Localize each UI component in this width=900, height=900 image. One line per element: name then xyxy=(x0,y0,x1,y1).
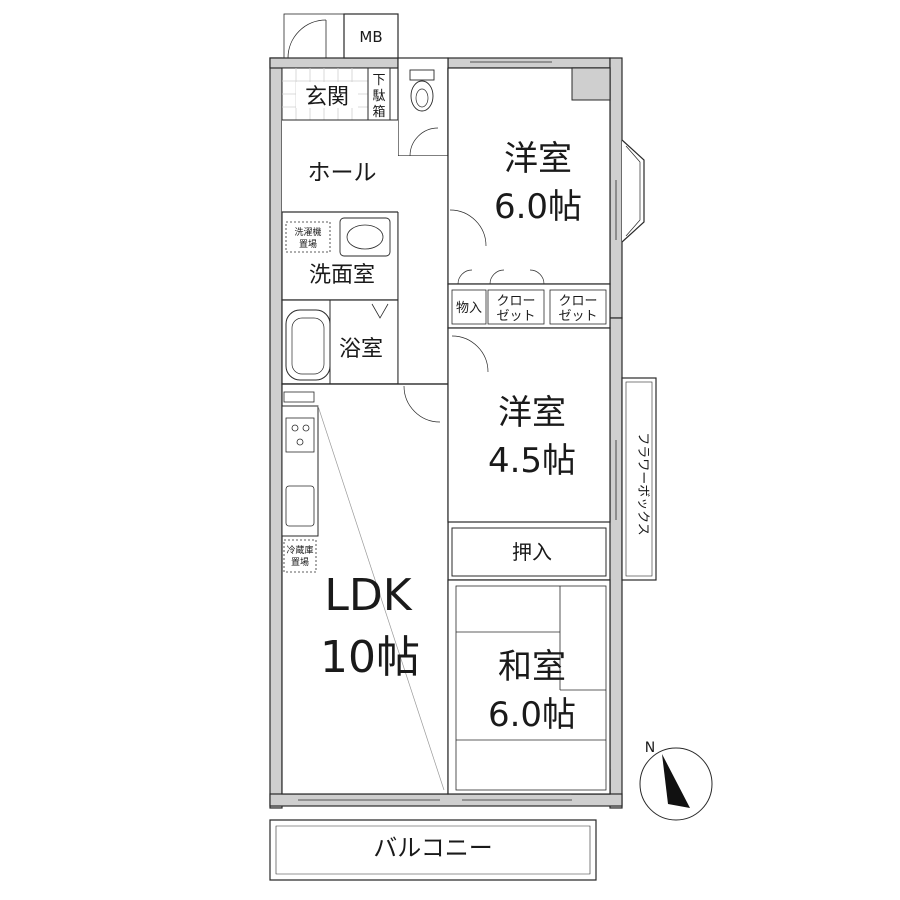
window-marks xyxy=(298,61,617,801)
kitchen-sink-icon xyxy=(285,485,315,527)
closet1-line-1: クロー xyxy=(496,294,535,309)
closet2-line-2: ゼット xyxy=(558,309,597,324)
fridge-line-2: 置場 xyxy=(291,556,309,568)
genkan-label: 玄関 xyxy=(305,85,349,110)
western1-name: 洋室 xyxy=(504,139,572,179)
stove-icon xyxy=(285,417,315,453)
closet1-line-2: ゼット xyxy=(496,309,535,324)
balcony: バルコニー xyxy=(269,819,597,881)
washer-line-1: 洗濯機 xyxy=(294,226,321,238)
washitsu-name: 和室 xyxy=(498,647,566,687)
getabako-char-3: 箱 xyxy=(372,104,385,120)
washitsu: 和室 6.0帖 xyxy=(447,579,611,795)
getabako: 下 駄 箱 xyxy=(367,67,391,121)
washer-line-2: 置場 xyxy=(299,238,317,250)
oshiire-label: 押入 xyxy=(512,540,552,564)
compass: N xyxy=(639,740,713,821)
washer-space xyxy=(285,221,331,253)
oshiire: 押入 xyxy=(448,527,610,581)
western2-size: 4.5帖 xyxy=(488,441,576,481)
ldk-name: LDK xyxy=(324,570,412,621)
bath: 浴室 xyxy=(281,299,399,385)
washitsu-size: 6.0帖 xyxy=(488,695,576,735)
hall: ホール xyxy=(282,119,441,212)
mb-box: MB xyxy=(283,13,399,59)
ldk-size: 10帖 xyxy=(320,632,420,683)
mb-label: MB xyxy=(359,28,382,46)
flowerbox-label: フラワーボックス xyxy=(635,432,650,536)
ldk: 冷蔵庫 置場 LDK 10帖 xyxy=(281,383,449,795)
fridge-space xyxy=(283,539,317,573)
getabako-char-1: 下 xyxy=(372,73,385,88)
closet2-line-1: クロー xyxy=(558,294,597,309)
flowerbox: フラワーボックス xyxy=(621,377,657,581)
western2-name: 洋室 xyxy=(498,393,566,433)
getabako-char-2: 駄 xyxy=(372,89,385,104)
balcony-label: バルコニー xyxy=(373,834,493,862)
fridge-line-1: 冷蔵庫 xyxy=(286,544,313,556)
western-room-1: 洋室 6.0帖 xyxy=(447,67,645,285)
genkan: 玄関 xyxy=(281,67,369,121)
compass-label: N xyxy=(645,740,655,756)
bath-label: 浴室 xyxy=(339,337,383,362)
toilet-room xyxy=(397,57,449,157)
western-room-2: 洋室 4.5帖 xyxy=(447,327,611,523)
senmen: 洗濯機 置場 洗面室 xyxy=(281,211,399,301)
storage-row: 物入 クロー ゼット クロー ゼット xyxy=(447,269,611,343)
compass-arrow-icon xyxy=(662,754,690,808)
senmen-label: 洗面室 xyxy=(309,263,375,288)
monoire-label: 物入 xyxy=(456,301,482,316)
hall-label: ホール xyxy=(308,160,377,186)
western1-size: 6.0帖 xyxy=(494,187,582,227)
